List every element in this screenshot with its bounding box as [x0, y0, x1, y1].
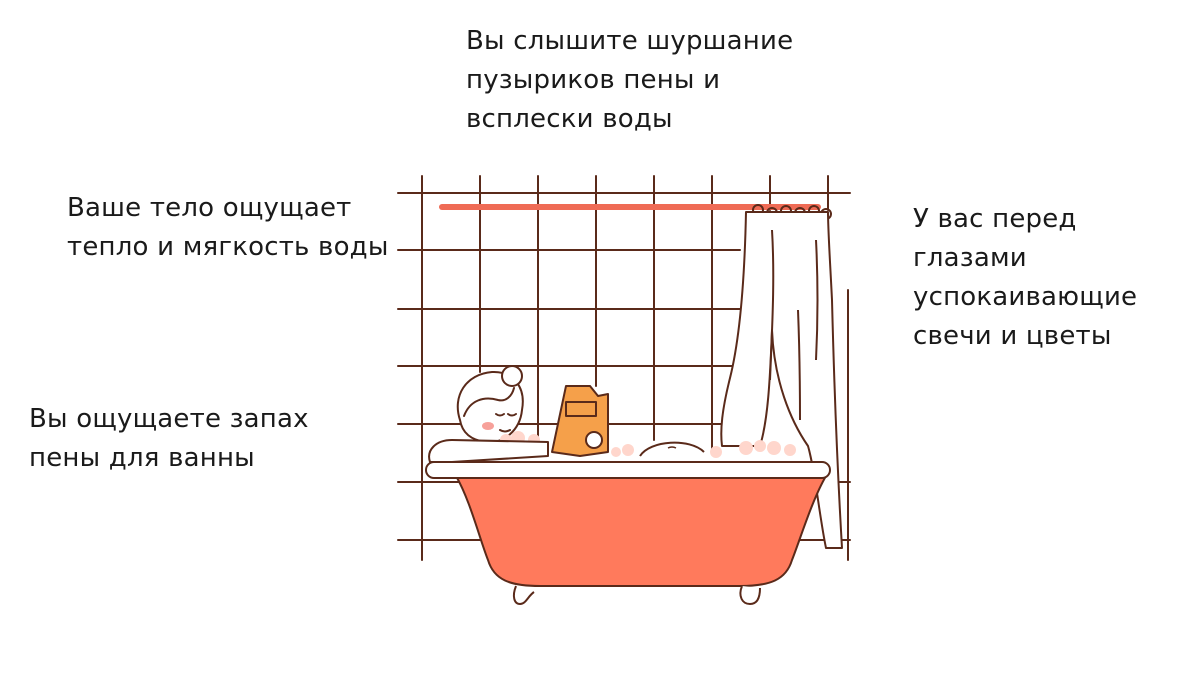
- caption-sight: У вас перед глазами успокаивающие свечи …: [913, 204, 1138, 351]
- book: [551, 385, 609, 457]
- caption-smell: Вы ощущаете запах пены для ванны: [29, 404, 309, 473]
- knee: [639, 441, 705, 457]
- caption-touch: Ваше тело ощущает тепло и мягкость воды: [67, 193, 389, 262]
- bathtub: [425, 461, 831, 605]
- caption-sound: Вы слышите шуршание пузыриков пены и всп…: [466, 26, 794, 134]
- arm: [428, 439, 549, 463]
- woman: [456, 365, 524, 444]
- shower-curtain: [720, 211, 843, 549]
